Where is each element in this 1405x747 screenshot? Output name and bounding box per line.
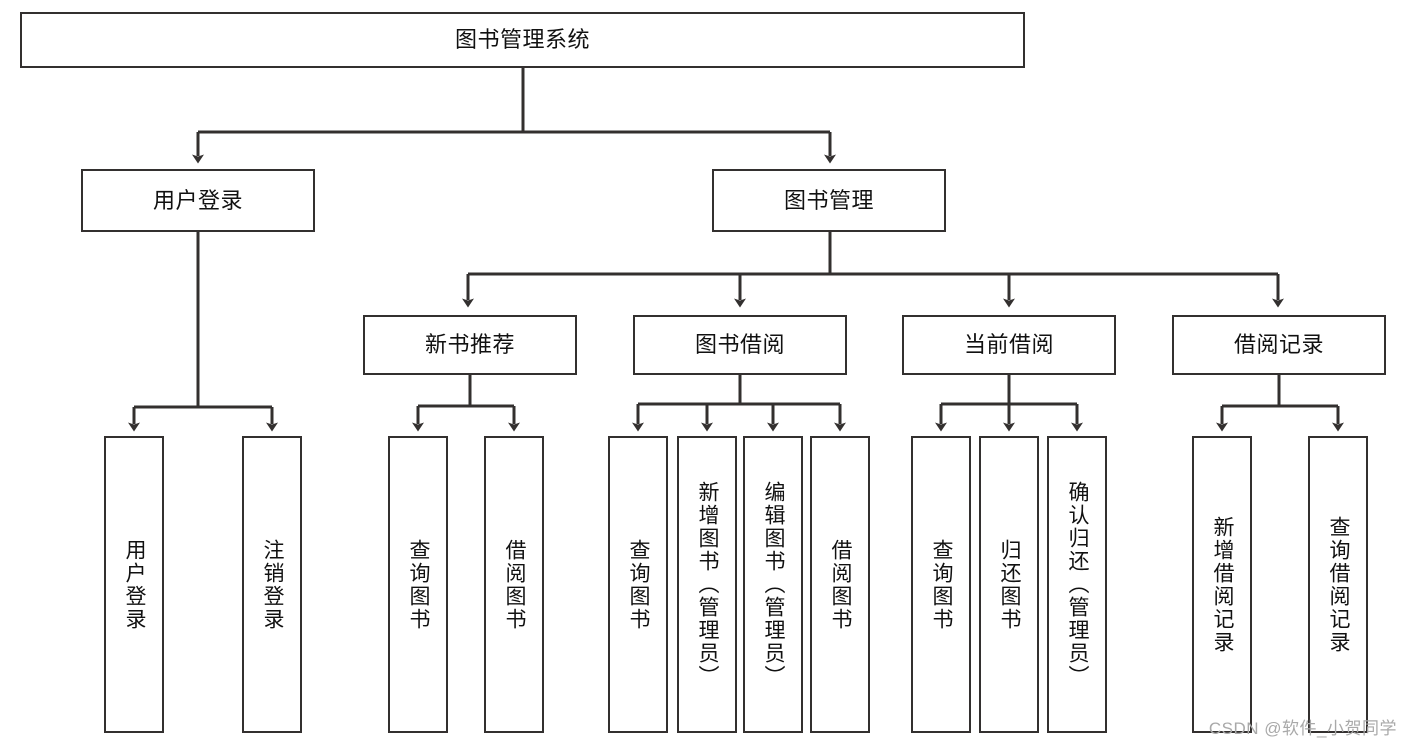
leaf-recommend-query-book[interactable]: 查询图书 <box>388 436 448 733</box>
leaf-record-add-record[interactable]: 新增借阅记录 <box>1192 436 1252 733</box>
node-borrow-record[interactable]: 借阅记录 <box>1172 315 1386 375</box>
leaf-borrow-borrow-book[interactable]: 借阅图书 <box>810 436 870 733</box>
node-book-borrow-label: 图书借阅 <box>694 332 785 358</box>
leaf-current-return-book[interactable]: 归还图书 <box>979 436 1039 733</box>
leaf-borrow-edit-book[interactable]: 编辑图书（管理员） <box>743 436 803 733</box>
leaf-borrow-edit-book-label: 编辑图书（管理员） <box>762 481 786 688</box>
node-book-borrow[interactable]: 图书借阅 <box>633 315 847 375</box>
leaf-user-login-signout[interactable]: 注销登录 <box>242 436 302 733</box>
leaf-borrow-query-book[interactable]: 查询图书 <box>608 436 668 733</box>
leaf-user-login-signin-label: 用户登录 <box>123 538 147 631</box>
node-user-login-label: 用户登录 <box>152 187 243 213</box>
csdn-watermark: CSDN @软件_小贺同学 <box>1208 719 1397 738</box>
leaf-borrow-query-book-label: 查询图书 <box>627 538 651 631</box>
leaf-recommend-borrow-book[interactable]: 借阅图书 <box>484 436 544 733</box>
node-current-borrow[interactable]: 当前借阅 <box>902 315 1116 375</box>
node-book-management-label: 图书管理 <box>783 187 874 213</box>
node-current-borrow-label: 当前借阅 <box>963 332 1054 358</box>
node-root-system-label: 图书管理系统 <box>454 27 590 53</box>
node-borrow-record-label: 借阅记录 <box>1233 332 1324 358</box>
leaf-record-query-record[interactable]: 查询借阅记录 <box>1308 436 1368 733</box>
node-root-system[interactable]: 图书管理系统 <box>20 12 1025 68</box>
leaf-borrow-borrow-book-label: 借阅图书 <box>829 538 853 631</box>
leaf-recommend-query-book-label: 查询图书 <box>407 538 431 631</box>
leaf-current-query-book[interactable]: 查询图书 <box>911 436 971 733</box>
node-user-login[interactable]: 用户登录 <box>81 169 315 232</box>
leaf-borrow-add-book-label: 新增图书（管理员） <box>696 481 720 688</box>
leaf-current-confirm-return-label: 确认归还（管理员） <box>1066 481 1090 688</box>
leaf-record-query-record-label: 查询借阅记录 <box>1327 515 1351 654</box>
node-new-book-recommend[interactable]: 新书推荐 <box>363 315 577 375</box>
leaf-user-login-signin[interactable]: 用户登录 <box>104 436 164 733</box>
node-new-book-recommend-label: 新书推荐 <box>424 332 515 358</box>
leaf-borrow-add-book[interactable]: 新增图书（管理员） <box>677 436 737 733</box>
leaf-current-query-book-label: 查询图书 <box>930 538 954 631</box>
leaf-user-login-signout-label: 注销登录 <box>261 538 285 631</box>
leaf-recommend-borrow-book-label: 借阅图书 <box>503 538 527 631</box>
leaf-record-add-record-label: 新增借阅记录 <box>1211 515 1235 654</box>
node-book-management[interactable]: 图书管理 <box>712 169 946 232</box>
leaf-current-return-book-label: 归还图书 <box>998 538 1022 631</box>
leaf-current-confirm-return[interactable]: 确认归还（管理员） <box>1047 436 1107 733</box>
